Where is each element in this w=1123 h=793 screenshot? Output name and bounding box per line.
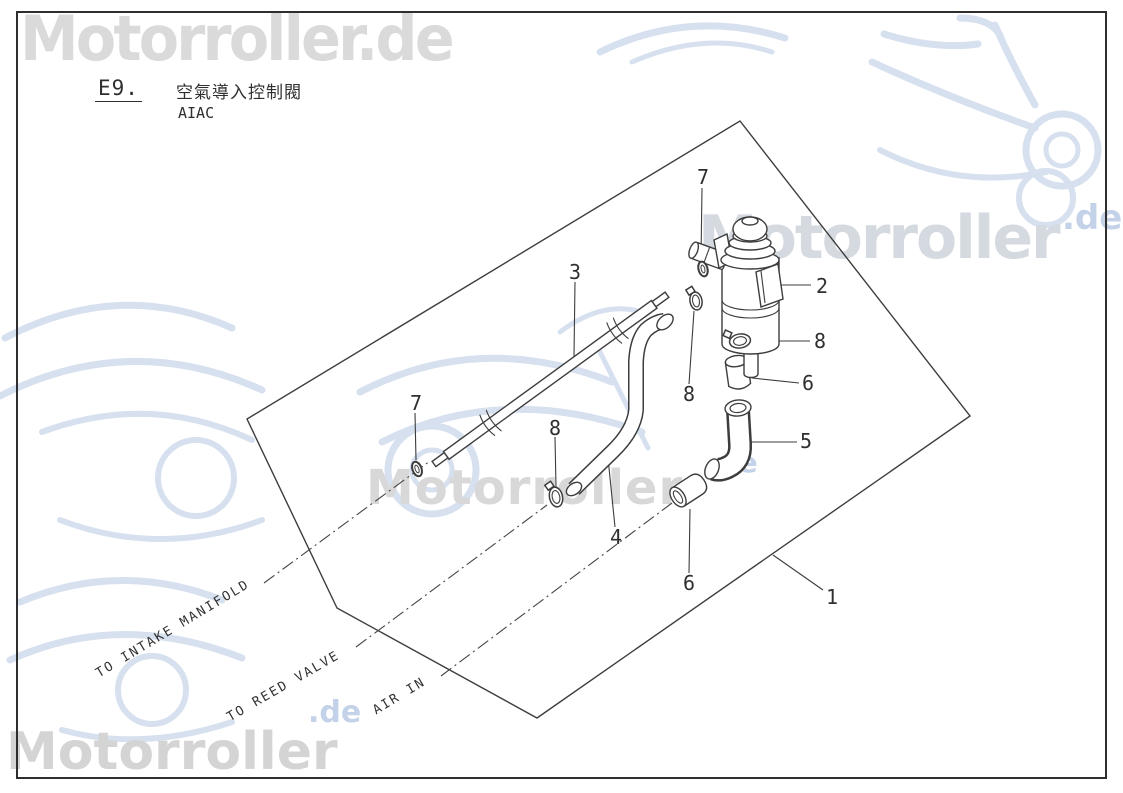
centerline-air <box>440 502 673 677</box>
leader-8-midleft <box>688 310 695 385</box>
section-title-cjk: 空氣導入控制閥 <box>176 83 302 103</box>
flow-label-intake-manifold: TO INTAKE MANIFOLD <box>93 577 253 681</box>
watermark-text-bottom: Motorroller <box>6 722 338 782</box>
s-hose-part4 <box>565 313 674 497</box>
c-clip-left-inner <box>414 464 420 474</box>
leader-6-lower <box>688 508 691 574</box>
page-frame <box>16 11 1107 779</box>
c-clip-top-inner <box>700 264 706 274</box>
clamp-right-screw <box>722 329 733 340</box>
leader-1 <box>772 554 824 591</box>
centerline-intake <box>263 460 431 584</box>
leader-7-left <box>414 412 417 461</box>
callout-8-right: 8 <box>813 329 827 353</box>
leader-4 <box>607 457 616 528</box>
clamp-midleft <box>684 285 703 311</box>
callout-6-upper: 6 <box>801 371 815 395</box>
valve-body-seam2 <box>721 307 780 319</box>
valve-side-tab <box>755 263 784 308</box>
valve-side-tab-line <box>760 270 766 304</box>
scooter-art-bottom-left <box>6 577 246 743</box>
callout-6-lower: 6 <box>682 571 696 595</box>
hose-clamps-part8 <box>543 285 752 508</box>
callout-7-left: 7 <box>409 391 423 415</box>
callout-7-top: 7 <box>696 165 710 189</box>
scooter-art-center <box>356 306 651 518</box>
clamp-midleft-screw <box>684 285 697 297</box>
valve-bottom-nipple <box>743 349 759 379</box>
leader-3 <box>573 281 576 357</box>
pipe-break-mark-2 <box>606 317 629 344</box>
aiac-valve-part2 <box>688 216 784 379</box>
callout-4: 4 <box>609 525 623 549</box>
clamp-center-screw <box>543 480 556 492</box>
leader-6-upper <box>751 377 800 384</box>
scooter-art-mid-left <box>0 301 266 542</box>
sleeve6l-opening-inner <box>672 490 684 504</box>
valve-spout-opening <box>688 241 700 260</box>
swoosh-art-top-center <box>596 22 789 65</box>
c-clips-part7 <box>411 260 709 478</box>
callout-5: 5 <box>799 429 813 453</box>
section-title-latin: AIAC <box>178 104 215 122</box>
callout-2: 2 <box>815 274 829 298</box>
callout-1: 1 <box>825 585 839 609</box>
elbow-hose-part5 <box>704 399 753 482</box>
flow-label-air-in: AIR IN <box>370 674 429 718</box>
air-pipe-part3 <box>431 291 670 468</box>
sleeve-part6-lower <box>669 473 708 508</box>
flow-label-reed-valve: TO REED VALVE <box>224 648 343 725</box>
leader-lines <box>414 187 824 591</box>
pipe-tip-upper <box>651 291 670 308</box>
elbow-opening-top-inner <box>729 402 747 414</box>
callout-8-midleft: 8 <box>682 382 696 406</box>
centerline-reed <box>355 504 548 648</box>
valve-body-seam1 <box>721 299 780 311</box>
clamp-right <box>722 329 752 349</box>
hose4-opening-top <box>656 313 674 331</box>
callout-8-center: 8 <box>548 416 562 440</box>
clamp-center <box>543 480 564 508</box>
elbow-opening-bottom <box>704 458 720 480</box>
centerlines <box>263 460 673 677</box>
pipe-break-mark-1 <box>479 409 502 437</box>
callout-3: 3 <box>568 260 582 284</box>
leader-8-center <box>554 436 557 488</box>
assembly-plane-outline <box>246 120 972 719</box>
section-code: E9. <box>95 76 142 102</box>
valve-dome-cap <box>741 216 759 226</box>
hose4-opening-bottom <box>565 481 583 497</box>
valve-spout-collar <box>703 246 711 264</box>
watermark-text-top: Motorroller.de <box>20 2 455 75</box>
scooter-art-top-right <box>868 14 1102 228</box>
watermark-de-mid-right: .de <box>1062 198 1123 238</box>
watermark-de-bottom: .de <box>308 695 362 730</box>
